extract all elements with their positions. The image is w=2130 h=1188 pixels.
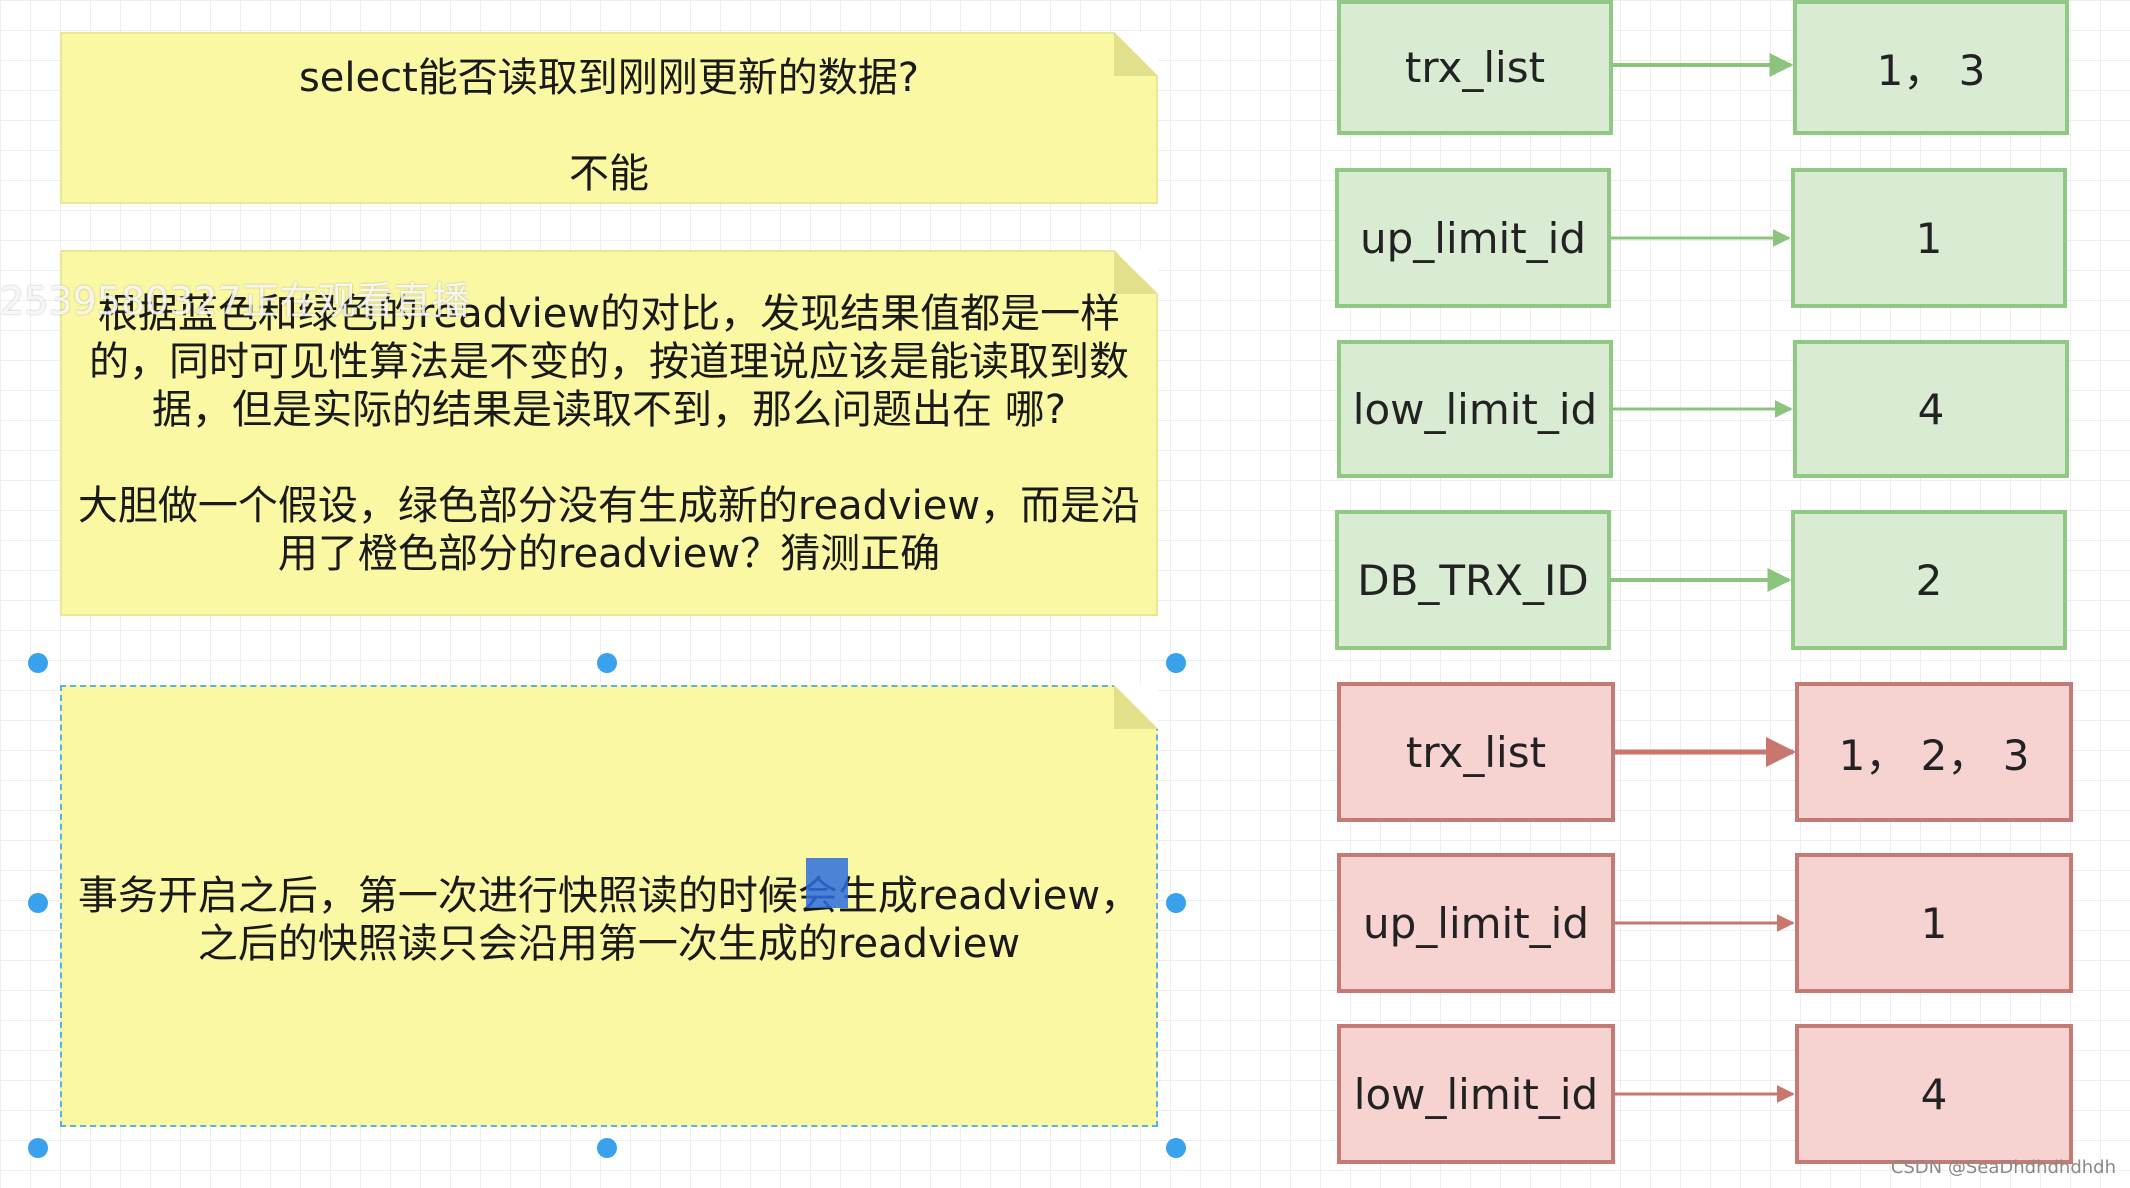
note-fold-corner (1114, 250, 1158, 294)
green-value-box-low-limit-id[interactable]: 4 (1793, 340, 2069, 478)
note-fold-corner (1114, 685, 1158, 729)
resize-handle-top[interactable] (597, 653, 617, 673)
red-value-box-trx-list[interactable]: 1， 2， 3 (1795, 682, 2073, 822)
red-label-box-up-limit-id[interactable]: up_limit_id (1337, 853, 1615, 993)
green-value-box-db-trx-id[interactable]: 2 (1791, 510, 2067, 650)
live-viewer-watermark: 2539580327正在观看直播 (0, 279, 470, 323)
green-label-box-db-trx-id[interactable]: DB_TRX_ID (1335, 510, 1611, 650)
green-label-box-low-limit-id[interactable]: low_limit_id (1337, 340, 1613, 478)
note-text: 事务开启之后，第一次进行快照读的时候会生成readview，之后的快照读只会沿用… (77, 873, 1141, 967)
green-label-box-up-limit-id[interactable]: up_limit_id (1335, 168, 1611, 308)
resize-handle-left[interactable] (28, 893, 48, 913)
resize-handle-bottom-left[interactable] (28, 1138, 48, 1158)
text-cursor-highlight (806, 858, 848, 908)
red-value-box-low-limit-id[interactable]: 4 (1795, 1024, 2073, 1164)
resize-handle-top-right[interactable] (1166, 653, 1186, 673)
green-value-box-up-limit-id[interactable]: 1 (1791, 168, 2067, 308)
sticky-note-analysis[interactable]: 根据蓝色和绿色的readview的对比，发现结果值都是一样的，同时可见性算法是不… (60, 250, 1158, 616)
red-label-box-low-limit-id[interactable]: low_limit_id (1337, 1024, 1615, 1164)
sticky-note-question[interactable]: select能否读取到刚刚更新的数据? 不能 (60, 32, 1158, 204)
csdn-caption: CSDN @SeaDhdhdhdhdh (1890, 1157, 2116, 1178)
resize-handle-bottom-right[interactable] (1166, 1138, 1186, 1158)
green-label-box-trx-list[interactable]: trx_list (1337, 0, 1613, 135)
note-text: select能否读取到刚刚更新的数据? 不能 (298, 55, 920, 197)
sticky-note-conclusion[interactable]: 事务开启之后，第一次进行快照读的时候会生成readview，之后的快照读只会沿用… (60, 685, 1158, 1127)
note-text: 根据蓝色和绿色的readview的对比，发现结果值都是一样的，同时可见性算法是不… (77, 291, 1141, 577)
red-value-box-up-limit-id[interactable]: 1 (1795, 853, 2073, 993)
resize-handle-right[interactable] (1166, 893, 1186, 913)
resize-handle-top-left[interactable] (28, 653, 48, 673)
green-value-box-trx-list[interactable]: 1， 3 (1793, 0, 2069, 135)
red-label-box-trx-list[interactable]: trx_list (1337, 682, 1615, 822)
resize-handle-bottom[interactable] (597, 1138, 617, 1158)
note-fold-corner (1114, 32, 1158, 76)
